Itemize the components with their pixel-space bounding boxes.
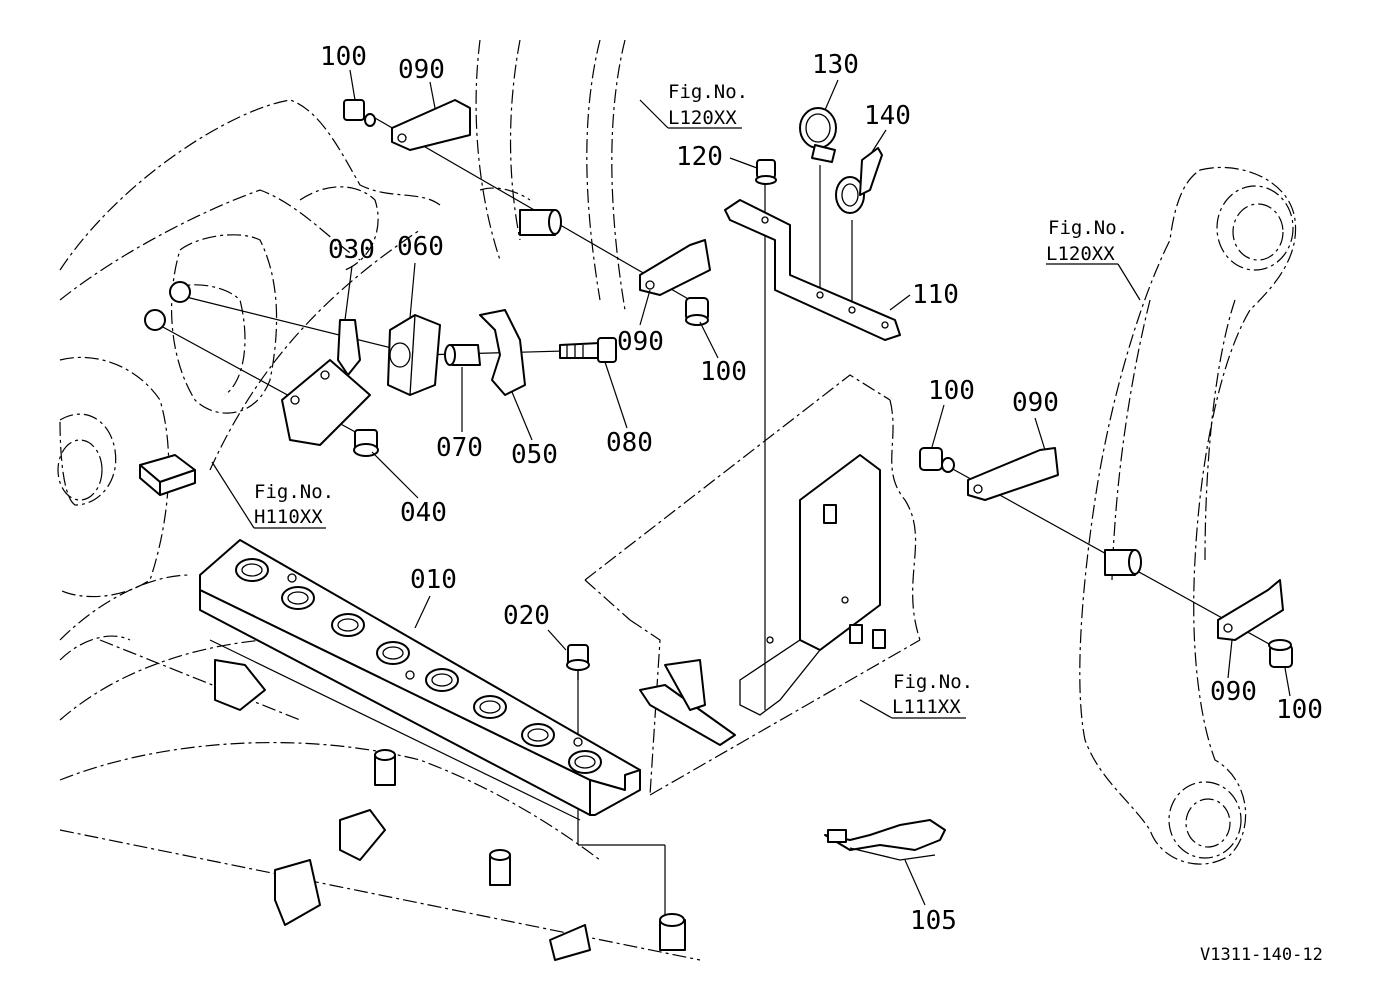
label-090-b: 090 (617, 327, 664, 357)
label-110: 110 (912, 280, 959, 310)
part-140-tie-clamp (835, 147, 883, 214)
fig-ref-h110xx: Fig.No. H110XX (211, 461, 334, 529)
spacer-pad (139, 454, 196, 496)
part-080-bolt (559, 337, 617, 363)
part-090-strap-upper-a (391, 99, 471, 151)
part-130-clamp (799, 107, 837, 163)
label-050: 050 (511, 440, 558, 470)
fig-ref-l111xx: Fig.No. L111XX (859, 671, 973, 719)
part-060-block (387, 314, 441, 396)
part-040-bolt (353, 429, 379, 457)
part-105-cable-tie (824, 819, 946, 861)
part-120-bolt (755, 159, 777, 185)
label-105: 105 (910, 906, 957, 936)
part-100-nut-right-a (919, 447, 955, 473)
fig-ref-prefix: Fig.No. (668, 81, 748, 103)
part-labels: 100 090 090 100 120 130 140 110 030 060 … (320, 42, 1323, 936)
part-030-bracket (281, 319, 371, 446)
pins (144, 209, 1142, 951)
part-070-sleeve (444, 344, 481, 366)
drawing-number: V1311-140-12 (1200, 945, 1323, 965)
part-010-plate (199, 539, 641, 816)
part-100-nut-upper-b (685, 297, 709, 326)
fig-ref-code: L120XX (668, 107, 737, 129)
label-040: 040 (400, 498, 447, 528)
label-130: 130 (812, 50, 859, 80)
fig-ref-prefix: Fig.No. (893, 671, 973, 693)
label-010: 010 (410, 565, 457, 595)
label-070: 070 (436, 433, 483, 463)
fig-ref-l120xx-right: Fig.No. L120XX (1046, 217, 1141, 301)
phantom-frame-center (584, 374, 921, 796)
label-090-c: 090 (1012, 388, 1059, 418)
label-090-d: 090 (1210, 677, 1257, 707)
fig-ref-prefix: Fig.No. (1048, 217, 1128, 239)
label-100-d: 100 (1276, 695, 1323, 725)
label-100-c: 100 (928, 376, 975, 406)
label-060: 060 (397, 232, 444, 262)
fig-ref-l120xx-top: Fig.No. L120XX (639, 81, 748, 129)
part-090-strap-right-a (967, 447, 1059, 501)
fig-ref-code: L111XX (892, 696, 961, 718)
label-080: 080 (606, 428, 653, 458)
label-020: 020 (503, 601, 550, 631)
part-110-bracket (724, 199, 901, 341)
part-050-clip (479, 309, 526, 396)
lower-tabs (214, 659, 591, 961)
fig-ref-code: H110XX (254, 506, 323, 528)
label-100-a: 100 (320, 42, 367, 72)
label-100-b: 100 (700, 357, 747, 387)
part-090-strap-right-b (1217, 579, 1284, 641)
fig-ref-code: L120XX (1046, 243, 1115, 265)
label-leaders (344, 69, 1291, 906)
phantom-frame-left (57, 39, 701, 961)
part-090-strap-upper-b (639, 239, 711, 296)
phantom-arm-right (1079, 166, 1297, 865)
label-090-a: 090 (398, 55, 445, 85)
part-100-nut-right-b (1268, 639, 1293, 668)
label-120: 120 (676, 142, 723, 172)
label-030: 030 (328, 235, 375, 265)
part-100-nut-upper-a (343, 99, 376, 127)
label-140: 140 (864, 101, 911, 131)
part-020-bolt (566, 644, 590, 680)
tray-bracket (639, 454, 886, 746)
fig-ref-prefix: Fig.No. (254, 481, 334, 503)
